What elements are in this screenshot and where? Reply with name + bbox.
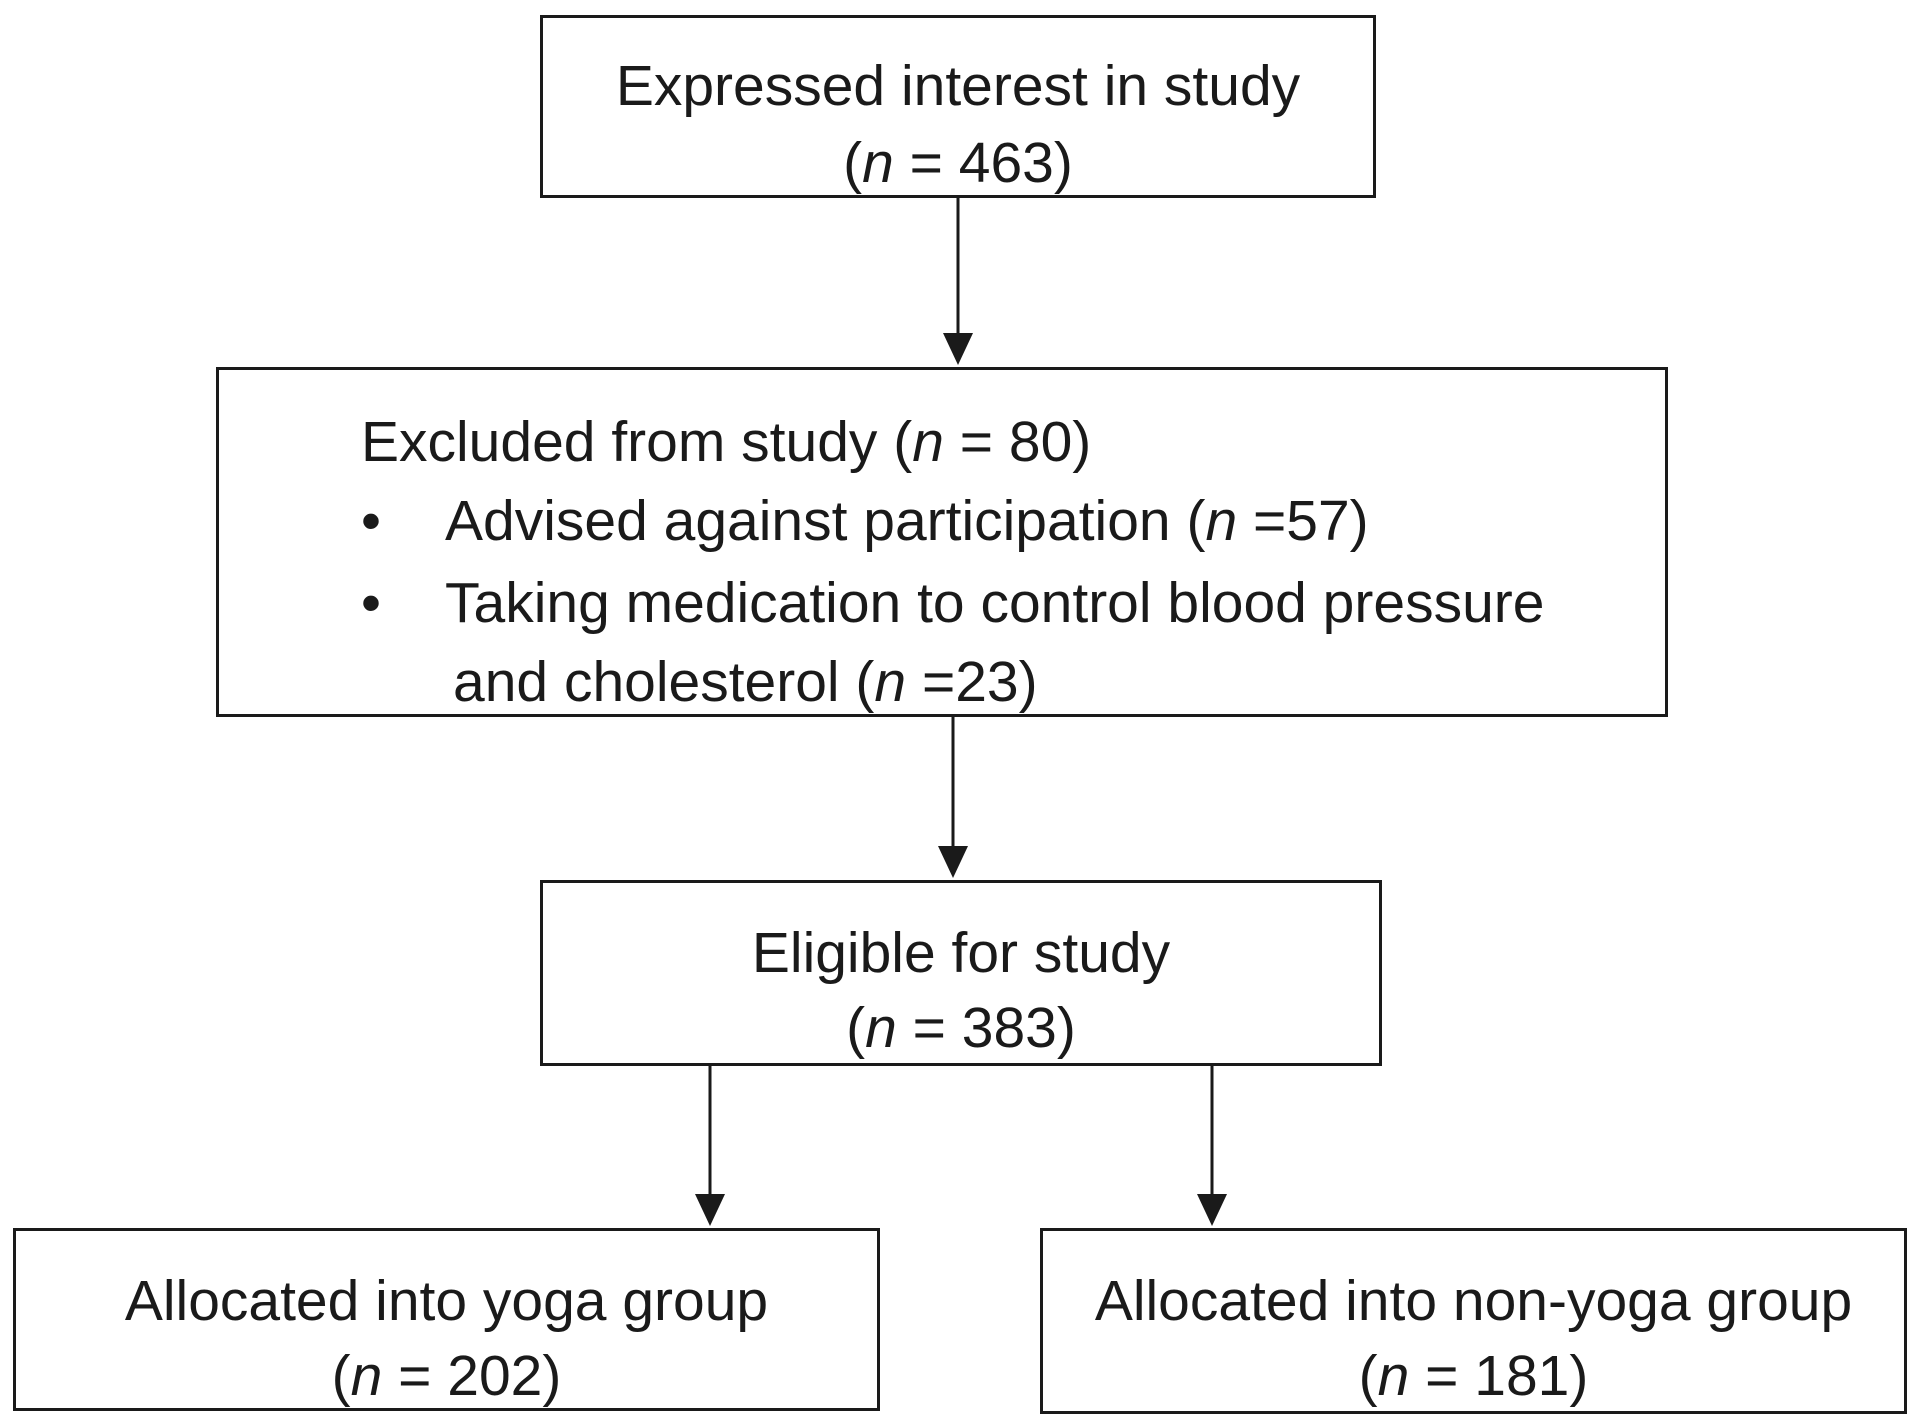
excluded-box: Excluded from study (n = 80) • Advised a… xyxy=(216,367,1668,717)
arrow-eligible-to-non-yoga xyxy=(1197,1066,1227,1226)
excluded-title: Excluded from study (n = 80) xyxy=(361,410,1092,474)
interest-label: Expressed interest in study xyxy=(615,54,1301,118)
non-yoga-group-box: Allocated into non-yoga group (n = 181) xyxy=(1040,1228,1907,1414)
eligible-count: (n = 383) xyxy=(846,996,1076,1060)
interest-box: Expressed interest in study (n = 463) xyxy=(540,15,1376,198)
interest-count: (n = 463) xyxy=(843,131,1073,195)
arrow-eligible-to-yoga xyxy=(695,1066,725,1226)
yoga-group-label: Allocated into yoga group xyxy=(124,1269,769,1333)
eligible-label: Eligible for study xyxy=(751,921,1171,985)
excluded-reason-1: Advised against participation (n =57) xyxy=(445,489,1369,553)
eligible-box: Eligible for study (n = 383) xyxy=(540,880,1382,1066)
non-yoga-group-count: (n = 181) xyxy=(1358,1344,1589,1408)
excluded-reason-2-line-2: and cholesterol (n =23) xyxy=(453,650,1038,714)
arrow-excluded-to-eligible xyxy=(938,717,968,878)
yoga-group-box: Allocated into yoga group (n = 202) xyxy=(13,1228,880,1411)
arrow-interest-to-excluded xyxy=(943,198,973,365)
bullet-icon: • xyxy=(361,571,381,635)
excluded-reason-2-line-1: Taking medication to control blood press… xyxy=(445,571,1545,635)
yoga-group-count: (n = 202) xyxy=(331,1344,562,1408)
bullet-icon: • xyxy=(361,489,381,553)
non-yoga-group-label: Allocated into non-yoga group xyxy=(1094,1269,1853,1333)
